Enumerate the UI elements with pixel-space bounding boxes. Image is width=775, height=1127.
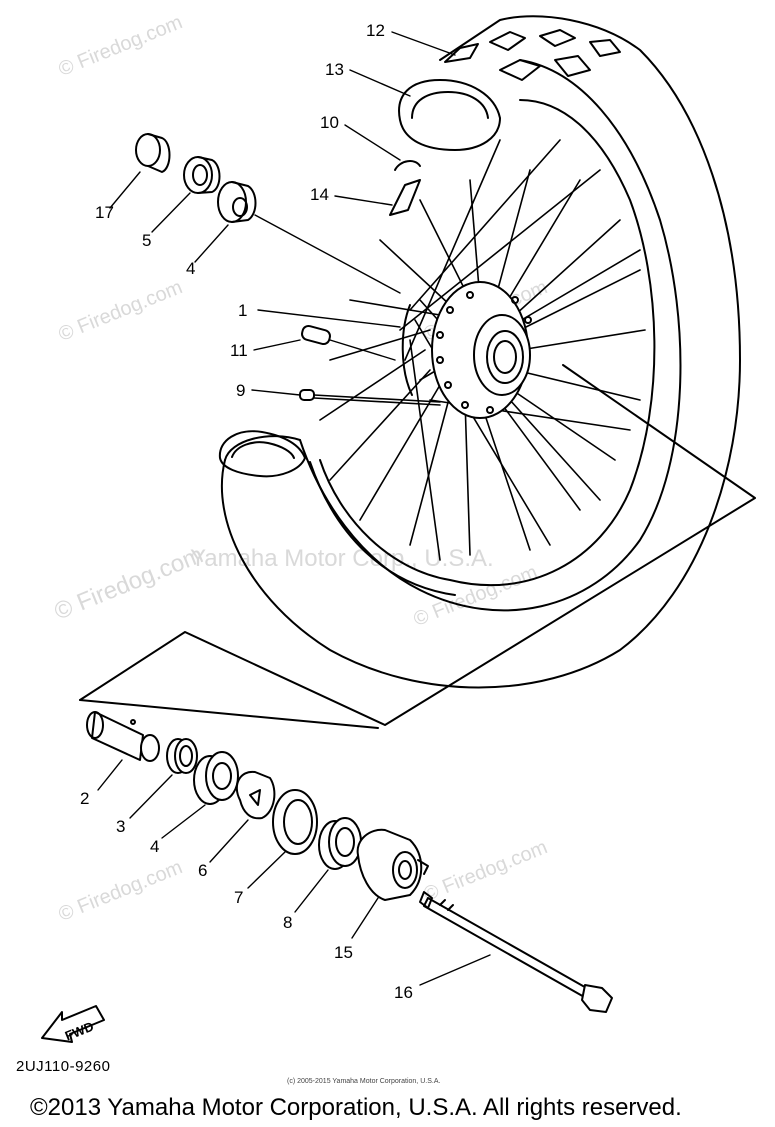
part-2-spacer-tube — [86, 711, 160, 762]
part-8-collar — [318, 817, 362, 870]
fwd-arrow — [41, 1005, 105, 1043]
label-part-5: 5 — [142, 231, 151, 250]
part-3-collar — [166, 738, 198, 774]
label-part-3: 3 — [116, 817, 125, 836]
drawing-code: 2UJ110-9260 — [16, 1058, 111, 1075]
leader-lines — [97, 31, 491, 986]
part-7-oil-seal — [272, 789, 318, 855]
label-part-2: 2 — [80, 789, 89, 808]
tire-cross-section — [218, 430, 306, 478]
copyright-notice: ©2013 Yamaha Motor Corporation, U.S.A. A… — [30, 1094, 682, 1121]
part-number-labels: 12 13 10 14 1 11 9 17 5 4 2 3 4 6 7 8 15… — [63, 21, 413, 1044]
label-part-4-lower: 4 — [150, 837, 159, 856]
part-4-bearing-upper — [217, 181, 257, 223]
tire — [218, 15, 741, 689]
label-part-7: 7 — [234, 888, 243, 907]
wheel-hub — [401, 281, 532, 419]
explode-frame — [79, 364, 756, 726]
part-5-oil-seal — [183, 156, 221, 194]
label-part-14: 14 — [310, 185, 329, 204]
label-part-16: 16 — [394, 983, 413, 1002]
part-16-axle — [419, 891, 613, 1013]
label-part-15: 15 — [334, 943, 353, 962]
tube-cross-section — [398, 79, 501, 151]
part-17-spacer — [135, 133, 171, 173]
label-part-8: 8 — [283, 913, 292, 932]
label-part-10: 10 — [320, 113, 339, 132]
part-4-bearing-lower — [193, 751, 239, 805]
label-part-12: 12 — [366, 21, 385, 40]
label-part-13: 13 — [325, 60, 344, 79]
part-11-nipple — [301, 324, 396, 361]
spokes — [319, 139, 646, 561]
label-part-11: 11 — [230, 341, 248, 360]
part-6-clutch-plate — [235, 770, 276, 820]
part-15-speedometer-gear-unit — [356, 828, 429, 901]
label-part-17: 17 — [95, 203, 114, 222]
label-part-9: 9 — [236, 381, 245, 400]
valve-stem — [389, 160, 421, 216]
label-part-1: 1 — [238, 301, 247, 320]
label-part-6: 6 — [198, 861, 207, 880]
small-copyright: (c) 2005-2015 Yamaha Motor Corporation, … — [287, 1078, 441, 1085]
label-part-4-upper: 4 — [186, 259, 195, 278]
